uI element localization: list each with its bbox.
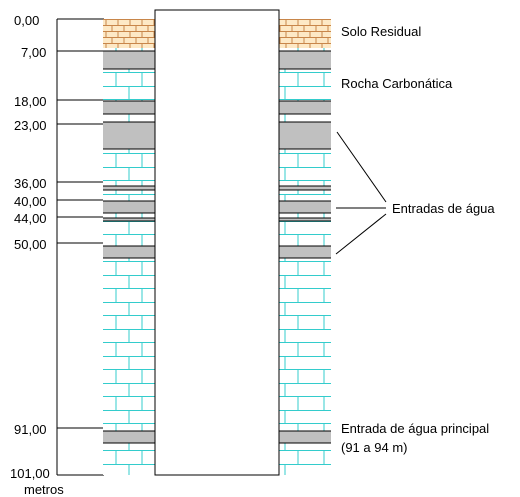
leader-line-3 [335,213,387,255]
right-formation-column [279,19,331,475]
label-entrada-principal-range: (91 a 94 m) [341,440,407,455]
depth-axis: 0,00 7,00 18,00 23,00 36,00 40,00 44,00 … [10,13,104,497]
left-formation-column [103,19,155,475]
borehole [154,9,280,476]
left-soil-layer [103,19,155,48]
left-fracture-zone-3 [103,186,155,190]
right-fracture-zone-7 [279,431,331,443]
depth-label-91: 91,00 [14,422,47,437]
depth-label-101: 101,00 [10,466,50,481]
depth-label-0: 0,00 [14,13,39,28]
right-fracture-zone-6 [279,246,331,258]
label-entradas-de-agua: Entradas de água [392,201,495,216]
depth-label-36: 36,00 [14,176,47,191]
right-fracture-zone-2 [279,122,331,149]
left-fracture-zone-1 [103,101,155,114]
label-entrada-principal: Entrada de água principal [341,421,489,436]
depth-label-23: 23,00 [14,118,47,133]
right-fracture-zone-4 [279,201,331,213]
right-fracture-zone-0 [279,51,331,69]
right-fracture-zone-1 [279,101,331,114]
depth-label-44: 44,00 [14,211,47,226]
depth-label-50: 50,00 [14,237,47,252]
water-entry-leaders [335,131,387,255]
left-fracture-zone-2 [103,122,155,149]
right-carbonate-rock [279,48,331,475]
left-fracture-zone-7 [103,431,155,443]
unit-label: metros [24,482,64,497]
depth-label-40: 40,00 [14,194,47,209]
left-fracture-zone-4 [103,201,155,213]
label-rocha-carbonatica: Rocha Carbonática [341,76,453,91]
left-carbonate-rock [103,48,155,475]
left-fracture-zone-0 [103,51,155,69]
label-solo-residual: Solo Residual [341,24,421,39]
right-fracture-zone-5 [279,218,331,221]
depth-label-7: 7,00 [21,45,46,60]
left-fracture-zone-6 [103,246,155,258]
leader-line-1 [336,131,387,203]
right-fracture-zone-3 [279,186,331,190]
right-soil-layer [279,19,331,48]
depth-label-18: 18,00 [14,94,47,109]
left-fracture-zone-5 [103,218,155,221]
